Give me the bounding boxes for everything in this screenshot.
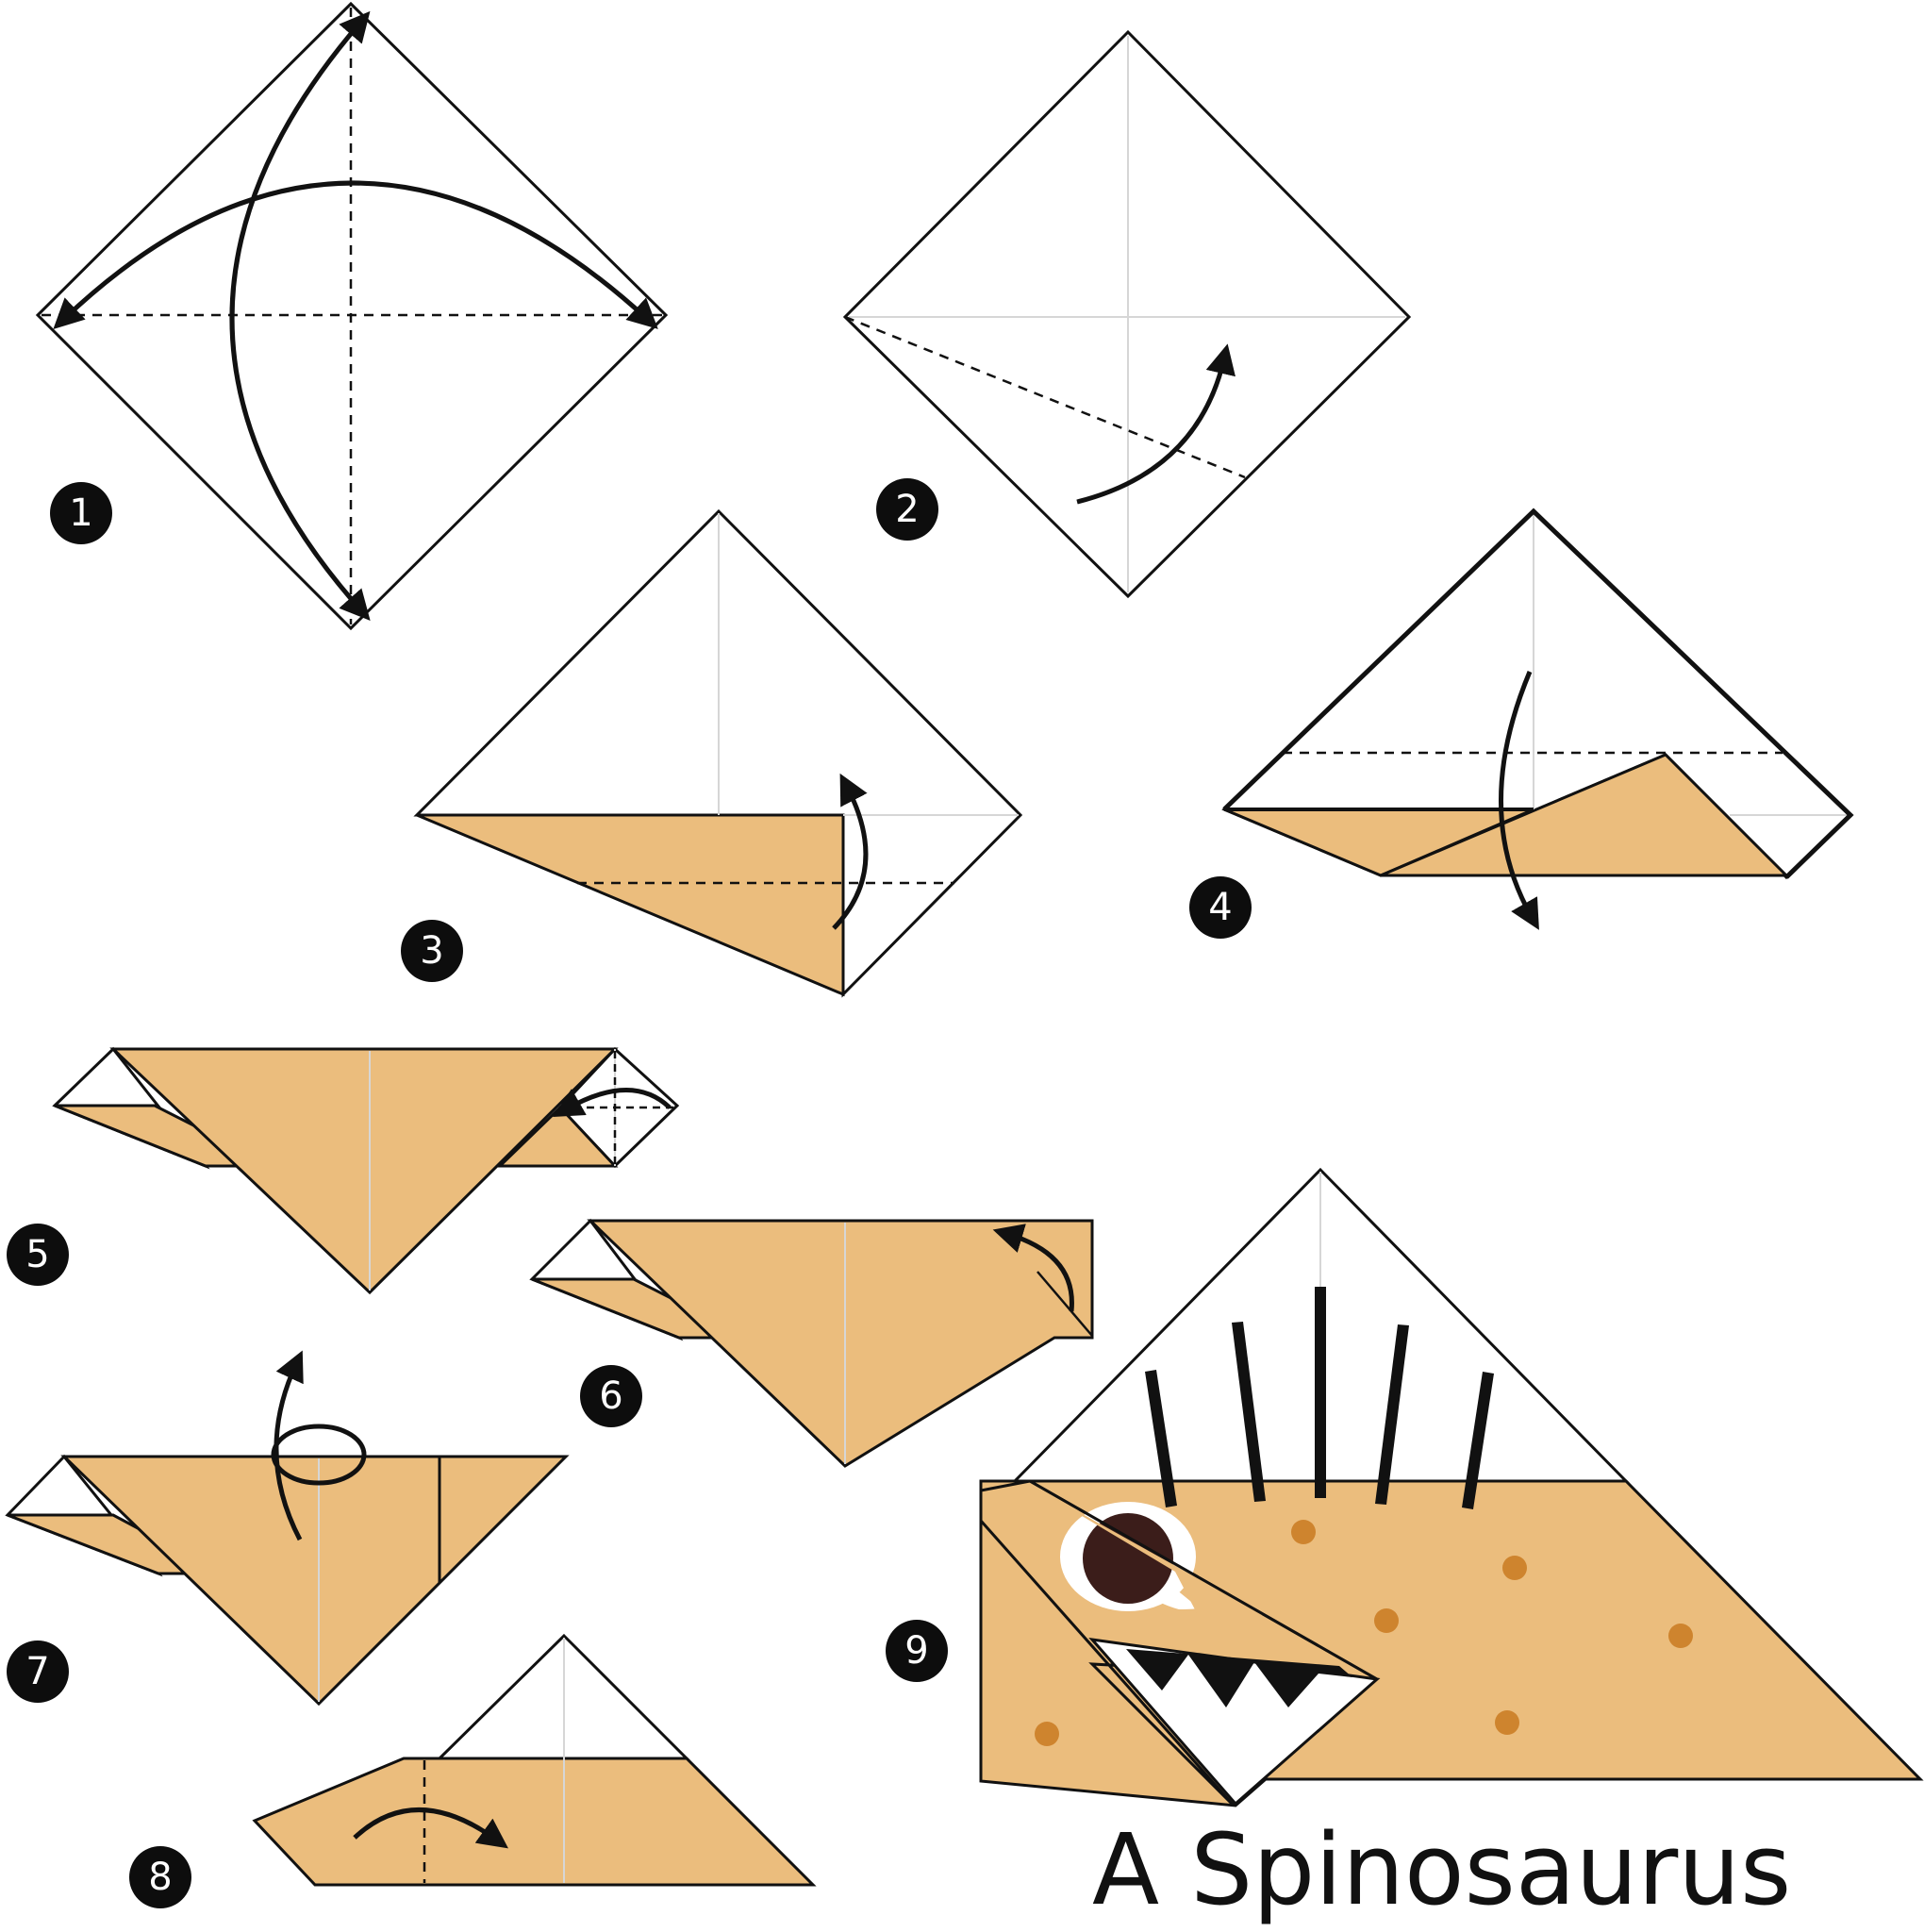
step-7-diagram xyxy=(5,1350,570,1707)
step-2-diagram xyxy=(842,29,1412,599)
step-badge-3: 3 xyxy=(401,920,463,982)
svg-text:9: 9 xyxy=(904,1629,928,1673)
svg-text:3: 3 xyxy=(420,929,443,973)
svg-text:6: 6 xyxy=(599,1374,622,1418)
dino-spots xyxy=(1035,1520,1693,1746)
step-badge-9: 9 xyxy=(886,1620,948,1682)
svg-text:2: 2 xyxy=(895,488,919,531)
spinosaurus-spines xyxy=(1145,1287,1494,1509)
step-badge-4: 4 xyxy=(1189,876,1252,939)
svg-text:7: 7 xyxy=(25,1650,49,1693)
svg-text:8: 8 xyxy=(148,1856,172,1899)
step-6-diagram xyxy=(529,1218,1094,1468)
dino-eye xyxy=(1029,1479,1378,1681)
svg-text:4: 4 xyxy=(1208,886,1232,929)
svg-text:1: 1 xyxy=(69,491,92,535)
step-badge-8: 8 xyxy=(129,1846,191,1908)
step-badge-6: 6 xyxy=(580,1365,642,1427)
step-9-spinosaurus-model xyxy=(979,1167,1924,1807)
step-1-diagram xyxy=(35,1,669,631)
step-badge-7: 7 xyxy=(7,1641,69,1703)
step-badge-2: 2 xyxy=(876,478,938,541)
teeth xyxy=(1126,1649,1352,1707)
step-4-diagram xyxy=(1221,508,1854,930)
step-3-diagram xyxy=(413,508,1023,998)
step-badge-5: 5 xyxy=(7,1224,69,1286)
svg-text:5: 5 xyxy=(25,1233,49,1276)
model-title: A Spinosaurus xyxy=(1092,1812,1792,1927)
step-8-diagram xyxy=(252,1633,817,1887)
step-5-diagram xyxy=(52,1046,680,1295)
step-badge-1: 1 xyxy=(50,482,112,544)
